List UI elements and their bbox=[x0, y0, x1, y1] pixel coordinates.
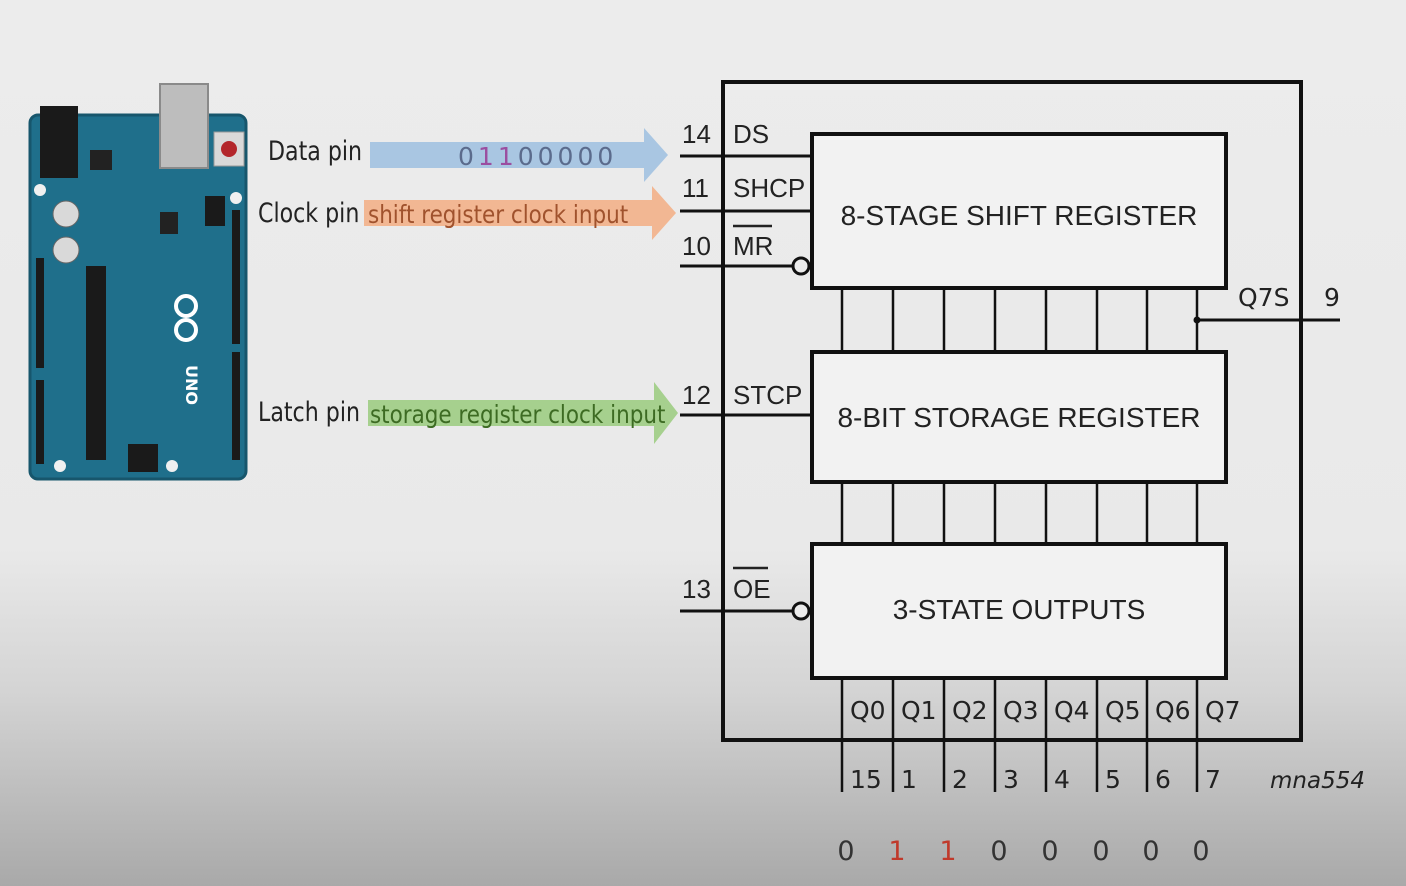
data-bit: 0 bbox=[518, 142, 538, 171]
pin-number-12: 12 bbox=[682, 380, 711, 410]
storage-register-block bbox=[810, 350, 1228, 484]
input-pin-labels: 14 DS 11 SHCP 10 MR 12 STCP 13 OE bbox=[682, 119, 805, 604]
output-bit-value: 0 bbox=[1192, 836, 1209, 867]
arduino-logo-icon bbox=[174, 294, 198, 342]
pin-name-oe: OE bbox=[733, 574, 771, 604]
mr-inverter-bubble bbox=[791, 256, 811, 276]
data-bit: 1 bbox=[478, 142, 498, 171]
data-bit: 0 bbox=[577, 142, 597, 171]
figure-code: mna554 bbox=[1270, 768, 1365, 794]
data-bit: 1 bbox=[498, 142, 518, 171]
serial-output-pin: 9 bbox=[1324, 283, 1340, 312]
pin-number-13: 13 bbox=[682, 574, 711, 604]
pin-number-14: 14 bbox=[682, 119, 711, 149]
output-name-q6: Q6 bbox=[1155, 696, 1191, 725]
output-name-q5: Q5 bbox=[1105, 696, 1141, 725]
pin-name-mr: MR bbox=[733, 231, 773, 261]
oe-inverter-bubble bbox=[791, 601, 811, 621]
output-pin-number: 15 bbox=[850, 765, 882, 794]
usb-port-icon bbox=[159, 83, 209, 169]
clock-arrow-text: shift register clock input bbox=[368, 200, 628, 229]
pin-name-stcp: STCP bbox=[733, 380, 802, 410]
data-bit: 0 bbox=[538, 142, 558, 171]
output-name-q0: Q0 bbox=[850, 696, 886, 725]
latch-pin-signal: Latch pin storage register clock input bbox=[258, 382, 678, 444]
latch-pin-label: Latch pin bbox=[258, 396, 360, 428]
output-name-q1: Q1 bbox=[901, 696, 937, 725]
storage-register-label: 8-BIT STORAGE REGISTER bbox=[837, 402, 1200, 433]
shift-register-block bbox=[810, 132, 1228, 290]
output-name-q3: Q3 bbox=[1003, 696, 1039, 725]
pin-name-ds: DS bbox=[733, 119, 769, 149]
output-bit-value: 0 bbox=[1142, 836, 1159, 867]
output-pin-number: 6 bbox=[1155, 765, 1171, 794]
stage-connections bbox=[840, 288, 1199, 792]
data-bits-sequence: 01100000 bbox=[458, 142, 617, 171]
output-bit-value: 0 bbox=[837, 836, 854, 867]
data-pin-signal: Data pin 01100000 bbox=[268, 128, 668, 182]
output-pin-number: 4 bbox=[1054, 765, 1070, 794]
arduino-logo-text: UNO bbox=[182, 365, 201, 405]
output-pin-number: 5 bbox=[1105, 765, 1121, 794]
output-pins: Q0 15 0 Q1 1 1 Q2 2 1 Q3 3 0 Q4 4 0 Q5 5 0 Q6 6 0 Q7 7 0 bbox=[837, 696, 1240, 867]
output-bit-value: 1 bbox=[888, 836, 905, 867]
data-arrow-icon bbox=[370, 128, 668, 182]
data-bit: 0 bbox=[597, 142, 617, 171]
data-bit: 0 bbox=[458, 142, 478, 171]
clock-pin-label: Clock pin bbox=[258, 197, 359, 229]
output-pin-number: 2 bbox=[952, 765, 968, 794]
microcontroller-chip-icon bbox=[86, 266, 106, 460]
latch-arrow-icon bbox=[368, 382, 678, 444]
output-name-q4: Q4 bbox=[1054, 696, 1090, 725]
output-bit-value: 0 bbox=[1092, 836, 1109, 867]
clock-arrow-icon bbox=[364, 186, 676, 240]
output-bit-value: 1 bbox=[939, 836, 956, 867]
output-pin-number: 7 bbox=[1205, 765, 1221, 794]
output-bit-value: 0 bbox=[1041, 836, 1058, 867]
data-bit: 0 bbox=[558, 142, 578, 171]
output-bit-value: 0 bbox=[990, 836, 1007, 867]
power-jack-icon bbox=[40, 106, 78, 178]
pin-name-shcp: SHCP bbox=[733, 173, 805, 203]
output-pin-number: 3 bbox=[1003, 765, 1019, 794]
serial-output-name: Q7S bbox=[1238, 283, 1289, 312]
pin-number-10: 10 bbox=[682, 231, 711, 261]
output-block-label: 3-STATE OUTPUTS bbox=[893, 594, 1146, 625]
chip-outline bbox=[721, 80, 1303, 742]
output-name-q2: Q2 bbox=[952, 696, 988, 725]
block-labels: 8-STAGE SHIFT REGISTER 8-BIT STORAGE REG… bbox=[837, 200, 1200, 625]
output-block bbox=[810, 542, 1228, 680]
chip-74hc595 bbox=[680, 80, 1340, 792]
output-name-q7: Q7 bbox=[1205, 696, 1241, 725]
pin-number-11: 11 bbox=[682, 173, 709, 203]
clock-pin-signal: Clock pin shift register clock input bbox=[258, 186, 676, 240]
output-pin-number: 1 bbox=[901, 765, 917, 794]
arduino-uno-board: UNO bbox=[28, 83, 248, 481]
shift-register-label: 8-STAGE SHIFT REGISTER bbox=[841, 200, 1198, 231]
data-pin-label: Data pin bbox=[268, 135, 362, 167]
latch-arrow-text: storage register clock input bbox=[370, 400, 665, 429]
